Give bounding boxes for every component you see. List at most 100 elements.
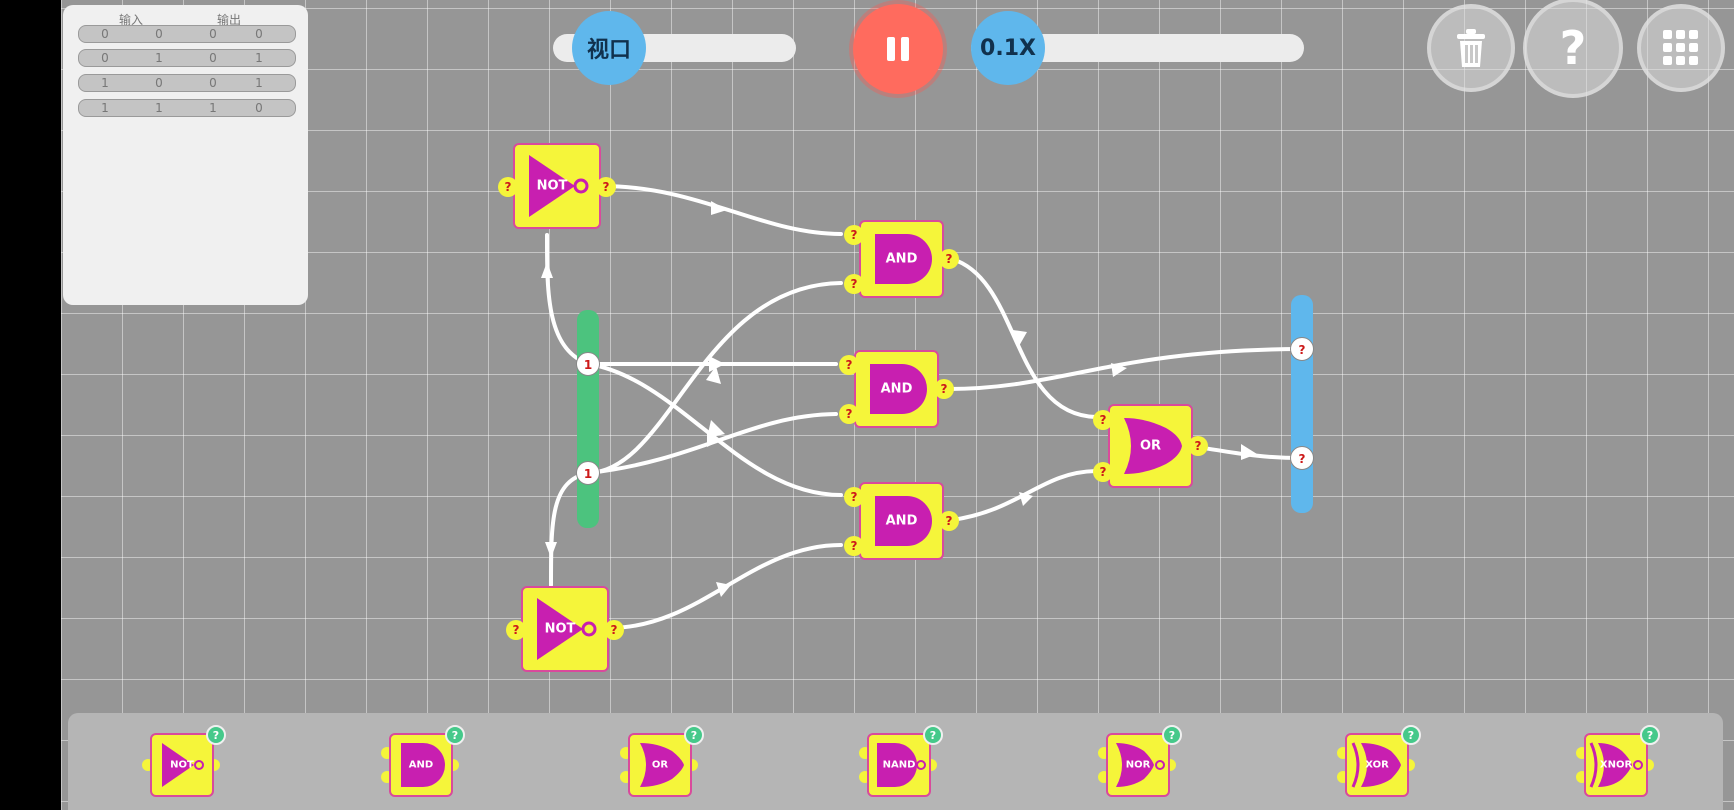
truth-table-cell: 1 [101,76,109,90]
wire-arrow [716,582,731,597]
palette-badge: ? [923,725,943,745]
truth-table: 输入 输出 0 0 0 0 0 1 0 1 1 0 0 1 1 1 1 0 [63,5,308,305]
palette-or-gate[interactable]: OR ? [616,723,704,797]
truth-table-cell: 0 [101,51,109,65]
gate-label: AND [885,513,918,529]
and-gate[interactable]: ? ? ? AND [839,350,954,428]
and-gate[interactable]: ? ? ? AND [844,482,959,560]
truth-table-cell: 0 [101,27,109,41]
palette-badge: ? [1401,725,1421,745]
palette-badge: ? [1640,725,1660,745]
and-gate-icon [401,743,445,787]
output-port[interactable]: ? [934,379,954,399]
viewport-handle[interactable]: 视口 [572,11,646,85]
input-port[interactable]: ? [506,620,526,640]
gate-label: AND [408,759,434,771]
xor-gate-icon [1351,742,1401,788]
truth-table-row: 0 0 0 0 [78,25,296,43]
menu-button[interactable] [1637,4,1725,92]
gate-label: NOT [536,178,568,194]
output-port[interactable]: ? [596,177,616,197]
input-port[interactable]: ? [844,274,864,294]
output-node: ? [1290,446,1314,470]
gate-label: AND [885,251,918,267]
palette-nand-gate[interactable]: NAND ? [855,723,943,797]
palette-xor-gate[interactable]: XOR ? [1333,723,1421,797]
output-port[interactable]: ? [939,249,959,269]
circuit-canvas[interactable]: 输入 输出 0 0 0 0 0 1 0 1 1 0 0 1 1 1 1 0 视口 [61,0,1734,810]
gate-label: NOR [1125,759,1151,771]
and-gate-icon [875,496,932,546]
input-switch-node[interactable]: 1 [576,352,600,376]
gate-label: OR [1139,438,1162,454]
not-gate[interactable]: ? ? NOT [506,586,624,672]
truth-table-cell: 1 [255,51,263,65]
wire-arrow [706,366,721,384]
input-port[interactable]: ? [1093,462,1113,482]
truth-table-row: 1 1 1 0 [78,99,296,117]
truth-table-row: 0 1 0 1 [78,49,296,67]
wire [587,412,838,475]
wire-arrow [707,430,721,447]
pause-button[interactable] [853,4,943,94]
wire-arrow [1013,330,1027,346]
truth-table-cell: 0 [209,76,217,90]
wire-arrow [541,262,553,278]
or-gate-icon [640,743,684,787]
palette-nor-gate[interactable]: NOR ? [1094,723,1182,797]
grid-menu-icon [1663,30,1698,65]
palette-badge: ? [206,725,226,745]
wire-arrow [545,542,557,558]
and-gate[interactable]: ? ? ? AND [844,220,959,298]
nor-gate-icon [1116,743,1165,787]
palette-and-gate[interactable]: AND ? [377,723,465,797]
truth-table-cell: 0 [209,51,217,65]
input-port[interactable]: ? [498,177,518,197]
gate-label: NOT [170,759,194,771]
gate-label: NOT [544,621,576,637]
output-port[interactable]: ? [939,511,959,531]
truth-table-cell: 1 [209,101,217,115]
truth-table-cell: 1 [255,76,263,90]
not-gate[interactable]: ? ? NOT [498,143,616,229]
wire-arrow [1111,363,1127,377]
input-port[interactable]: ? [844,536,864,556]
gate-label: XNOR [1599,759,1633,771]
input-port[interactable]: ? [839,404,859,424]
truth-table-input-header: 输入 [119,13,144,27]
speed-handle[interactable]: 0.1X [971,11,1045,85]
and-gate-icon [870,364,927,414]
palette-xnor-gate[interactable]: XNOR ? [1572,723,1660,797]
palette-badge: ? [445,725,465,745]
palette-not-gate[interactable]: NOT ? [138,723,226,797]
nand-gate-icon [877,743,926,787]
input-switch-node[interactable]: 1 [576,461,600,485]
input-switch-bar[interactable] [577,310,599,528]
and-gate-icon [875,234,932,284]
output-port[interactable]: ? [1188,436,1208,456]
wire-arrow [1019,492,1033,506]
not-gate-icon [162,743,204,787]
truth-table-output-header: 输出 [217,13,242,27]
xnor-gate-icon [1589,742,1643,788]
input-port[interactable]: ? [844,487,864,507]
input-port[interactable]: ? [844,225,864,245]
help-icon: ? [1559,21,1587,75]
not-gate-icon [529,155,589,217]
wire-arrow [1241,444,1257,460]
help-button[interactable]: ? [1523,0,1623,98]
output-bar [1291,295,1313,513]
input-port[interactable]: ? [839,355,859,375]
not-gate-icon [537,598,597,660]
truth-table-cell: 0 [155,27,163,41]
delete-button[interactable] [1427,4,1515,92]
output-port[interactable]: ? [604,620,624,640]
truth-table-row: 1 0 0 1 [78,74,296,92]
truth-table-cell: 1 [155,51,163,65]
truth-table-cell: 0 [255,27,263,41]
or-gate[interactable]: ? ? ? OR [1093,404,1208,488]
or-gate-icon [1124,418,1182,474]
wire [950,257,1098,419]
input-port[interactable]: ? [1093,410,1113,430]
wire [599,184,843,236]
